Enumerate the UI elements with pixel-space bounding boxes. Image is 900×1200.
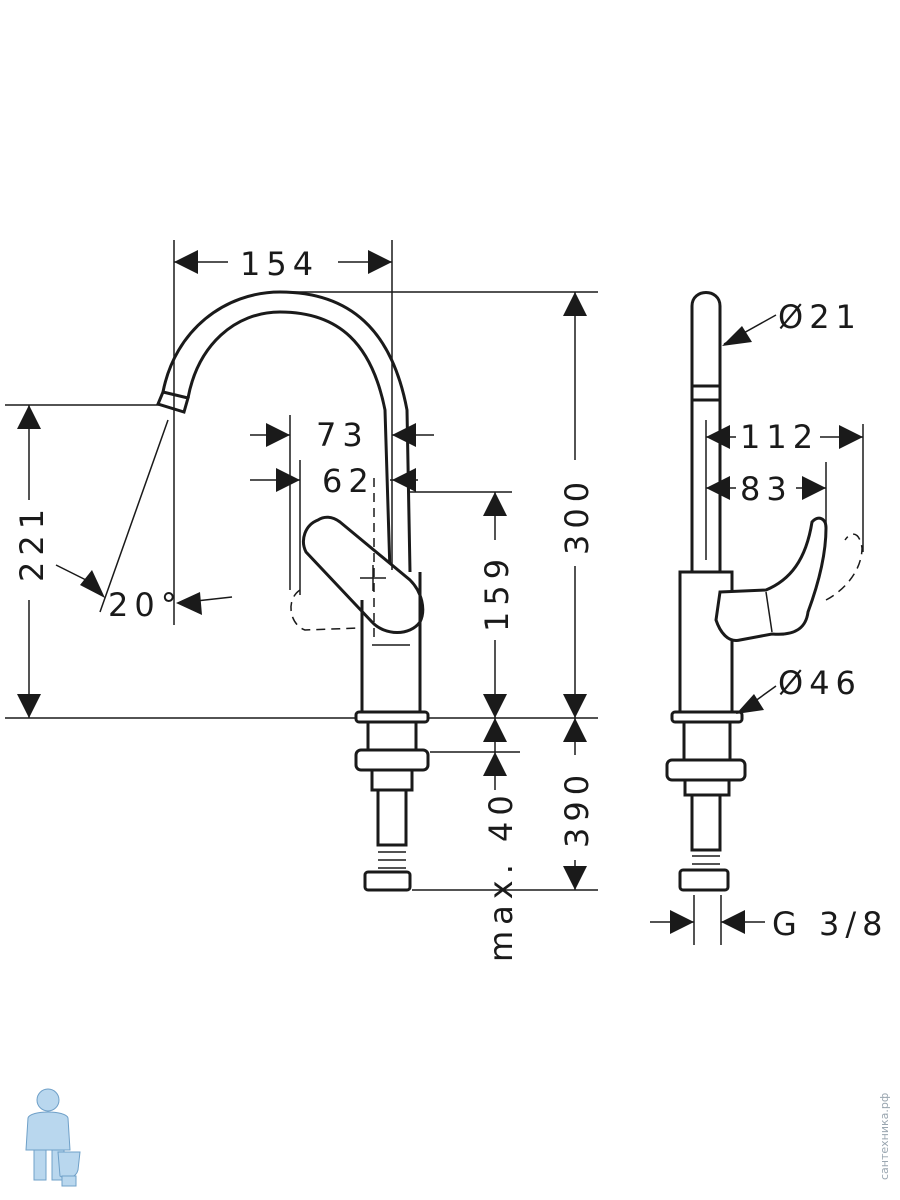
dim-angle-label: 20°	[108, 586, 183, 624]
dim-73-label: 73	[316, 416, 369, 454]
dim-112-label: 112	[740, 418, 819, 456]
dim-221-label: 221	[13, 503, 51, 582]
dim-d46-label: Ø46	[778, 664, 862, 702]
dim-83-label: 83	[740, 470, 793, 508]
dim-300-label: 300	[558, 476, 596, 555]
dimension-labels: 154 300 221 73 62 159 20° 390 max. 40 Ø2…	[13, 245, 888, 962]
plumber-logo-icon	[25, 1088, 81, 1187]
dim-159-label: 159	[478, 553, 516, 632]
dim-g38-label: G 3/8	[772, 905, 888, 943]
dim-max40-label: max. 40	[482, 789, 520, 962]
front-view	[5, 240, 598, 892]
dim-154-label: 154	[240, 245, 319, 283]
side-view	[665, 291, 864, 945]
watermark-text: сантехника.рф	[878, 1093, 891, 1180]
dimension-lines	[17, 250, 863, 934]
dim-d21-label: Ø21	[778, 298, 862, 336]
dim-390-label: 390	[558, 769, 596, 848]
dim-62-label: 62	[322, 462, 375, 500]
